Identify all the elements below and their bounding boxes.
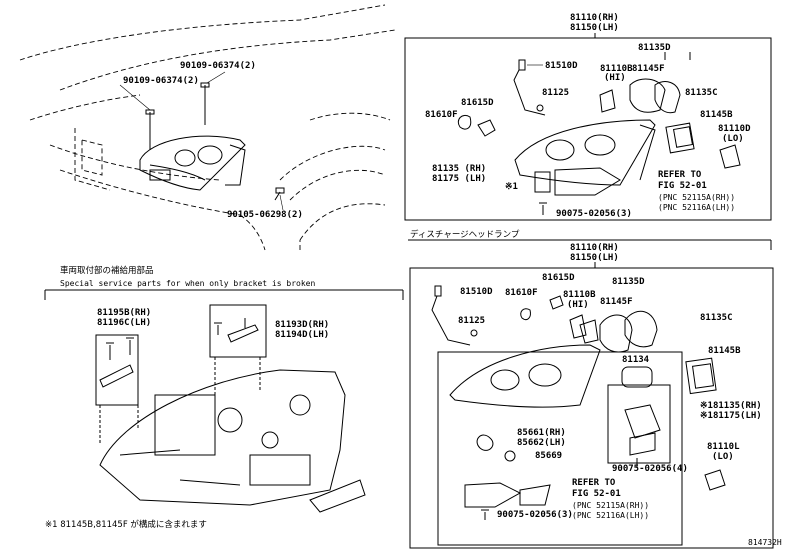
part-81110b-hi: (HI)	[604, 73, 626, 83]
part-81135-rh: 81135 (RH)	[432, 164, 487, 174]
part-81175-lh: 81175 (LH)	[432, 174, 487, 184]
part-81610f: 81610F	[425, 110, 458, 120]
part-81145f: 81145F	[632, 64, 665, 74]
part-81125-2: 81125	[458, 316, 486, 326]
part-81110d: 81110D	[718, 124, 751, 134]
assy-lh-label: 81150(LH)	[570, 23, 619, 33]
pnc-rh-label: (PNC 52115A(RH))	[658, 193, 736, 202]
part-81135c-2: 81135C	[700, 313, 733, 323]
part-81110b-hi-2: (HI)	[567, 300, 589, 310]
screw-label-top: 90075-02056(3)	[556, 209, 632, 219]
part-81110d-lo: (LO)	[722, 134, 744, 144]
pnc-lh-label-2: (PNC 52116A(LH))	[572, 511, 650, 520]
part-81135d: 81135D	[638, 43, 671, 53]
part-81110l-lo: (LO)	[712, 452, 734, 462]
part-85662: 85662(LH)	[517, 438, 566, 448]
assy-rh-label-2: 81110(RH)	[570, 243, 619, 253]
part-81615d-2: 81615D	[542, 273, 575, 283]
screw-label-4: 90075-02056(4)	[612, 464, 688, 474]
part-81196c: 81196C(LH)	[97, 318, 152, 328]
bolt-icons-top-left	[119, 71, 285, 211]
part-85669: 85669	[535, 451, 563, 461]
part-81135-rh-2: ※181135(RH)	[700, 401, 762, 411]
diagram-code: 814732H	[748, 538, 782, 547]
part-81195b: 81195B(RH)	[97, 308, 152, 318]
fig-label: FIG 52-01	[658, 181, 707, 191]
bracket-parts-left	[99, 318, 366, 513]
part-81110b-2: 81110B	[563, 290, 596, 300]
part-81194d: 81194D(LH)	[275, 330, 330, 340]
part-85661: 85661(RH)	[517, 428, 566, 438]
top-right-frame	[404, 33, 772, 221]
part-81175-lh-2: ※181175(LH)	[700, 411, 762, 421]
bottom-right-frame	[408, 239, 774, 549]
screw-label-3: 90075-02056(3)	[497, 510, 573, 520]
footnote: ※1 81145B,81145F が構成に含まれます	[45, 520, 207, 530]
part-81135d-2: 81135D	[612, 277, 645, 287]
refer-to-label: REFER TO	[658, 170, 702, 180]
part-81193d: 81193D(RH)	[275, 320, 330, 330]
pnc-rh-label-2: (PNC 52115A(RH))	[572, 501, 650, 510]
part-81510d: 81510D	[545, 61, 578, 71]
car-front-illustration	[19, 4, 396, 251]
pnc-lh-label: (PNC 52116A(LH))	[658, 203, 736, 212]
part-81110l: 81110L	[707, 442, 740, 452]
part-81610f-2: 81610F	[505, 288, 538, 298]
part-81125: 81125	[542, 88, 570, 98]
bolt-label-a: 90109-06374(2)	[180, 61, 256, 71]
top-right-parts	[457, 59, 741, 215]
part-81615d: 81615D	[461, 98, 494, 108]
part-81145b-2: 81145B	[708, 346, 741, 356]
part-81135c: 81135C	[685, 88, 718, 98]
part-81134: 81134	[622, 355, 650, 365]
bolt-label-c: 90105-06298(2)	[227, 210, 303, 220]
special-parts-title-jp: 車両取付部の補給用部品	[60, 266, 154, 276]
left-section-frame	[44, 289, 404, 406]
special-parts-title-en: Special service parts for when only brac…	[60, 279, 316, 288]
part-81510d-2: 81510D	[460, 287, 493, 297]
part-81110b: 81110B	[600, 64, 633, 74]
note-mark-1: ※1	[505, 182, 518, 192]
discharge-lamp-title: ディスチャージヘッドランプ	[410, 230, 520, 240]
fig-label-2: FIG 52-01	[572, 489, 621, 499]
part-81145f-2: 81145F	[600, 297, 633, 307]
assy-lh-label-2: 81150(LH)	[570, 253, 619, 263]
bottom-right-parts	[431, 285, 726, 520]
headlamp-top-left	[139, 135, 246, 191]
bolt-label-b: 90109-06374(2)	[123, 76, 199, 86]
assy-rh-label: 81110(RH)	[570, 13, 619, 23]
part-81145b: 81145B	[700, 110, 733, 120]
refer-to-label-2: REFER TO	[572, 478, 616, 488]
